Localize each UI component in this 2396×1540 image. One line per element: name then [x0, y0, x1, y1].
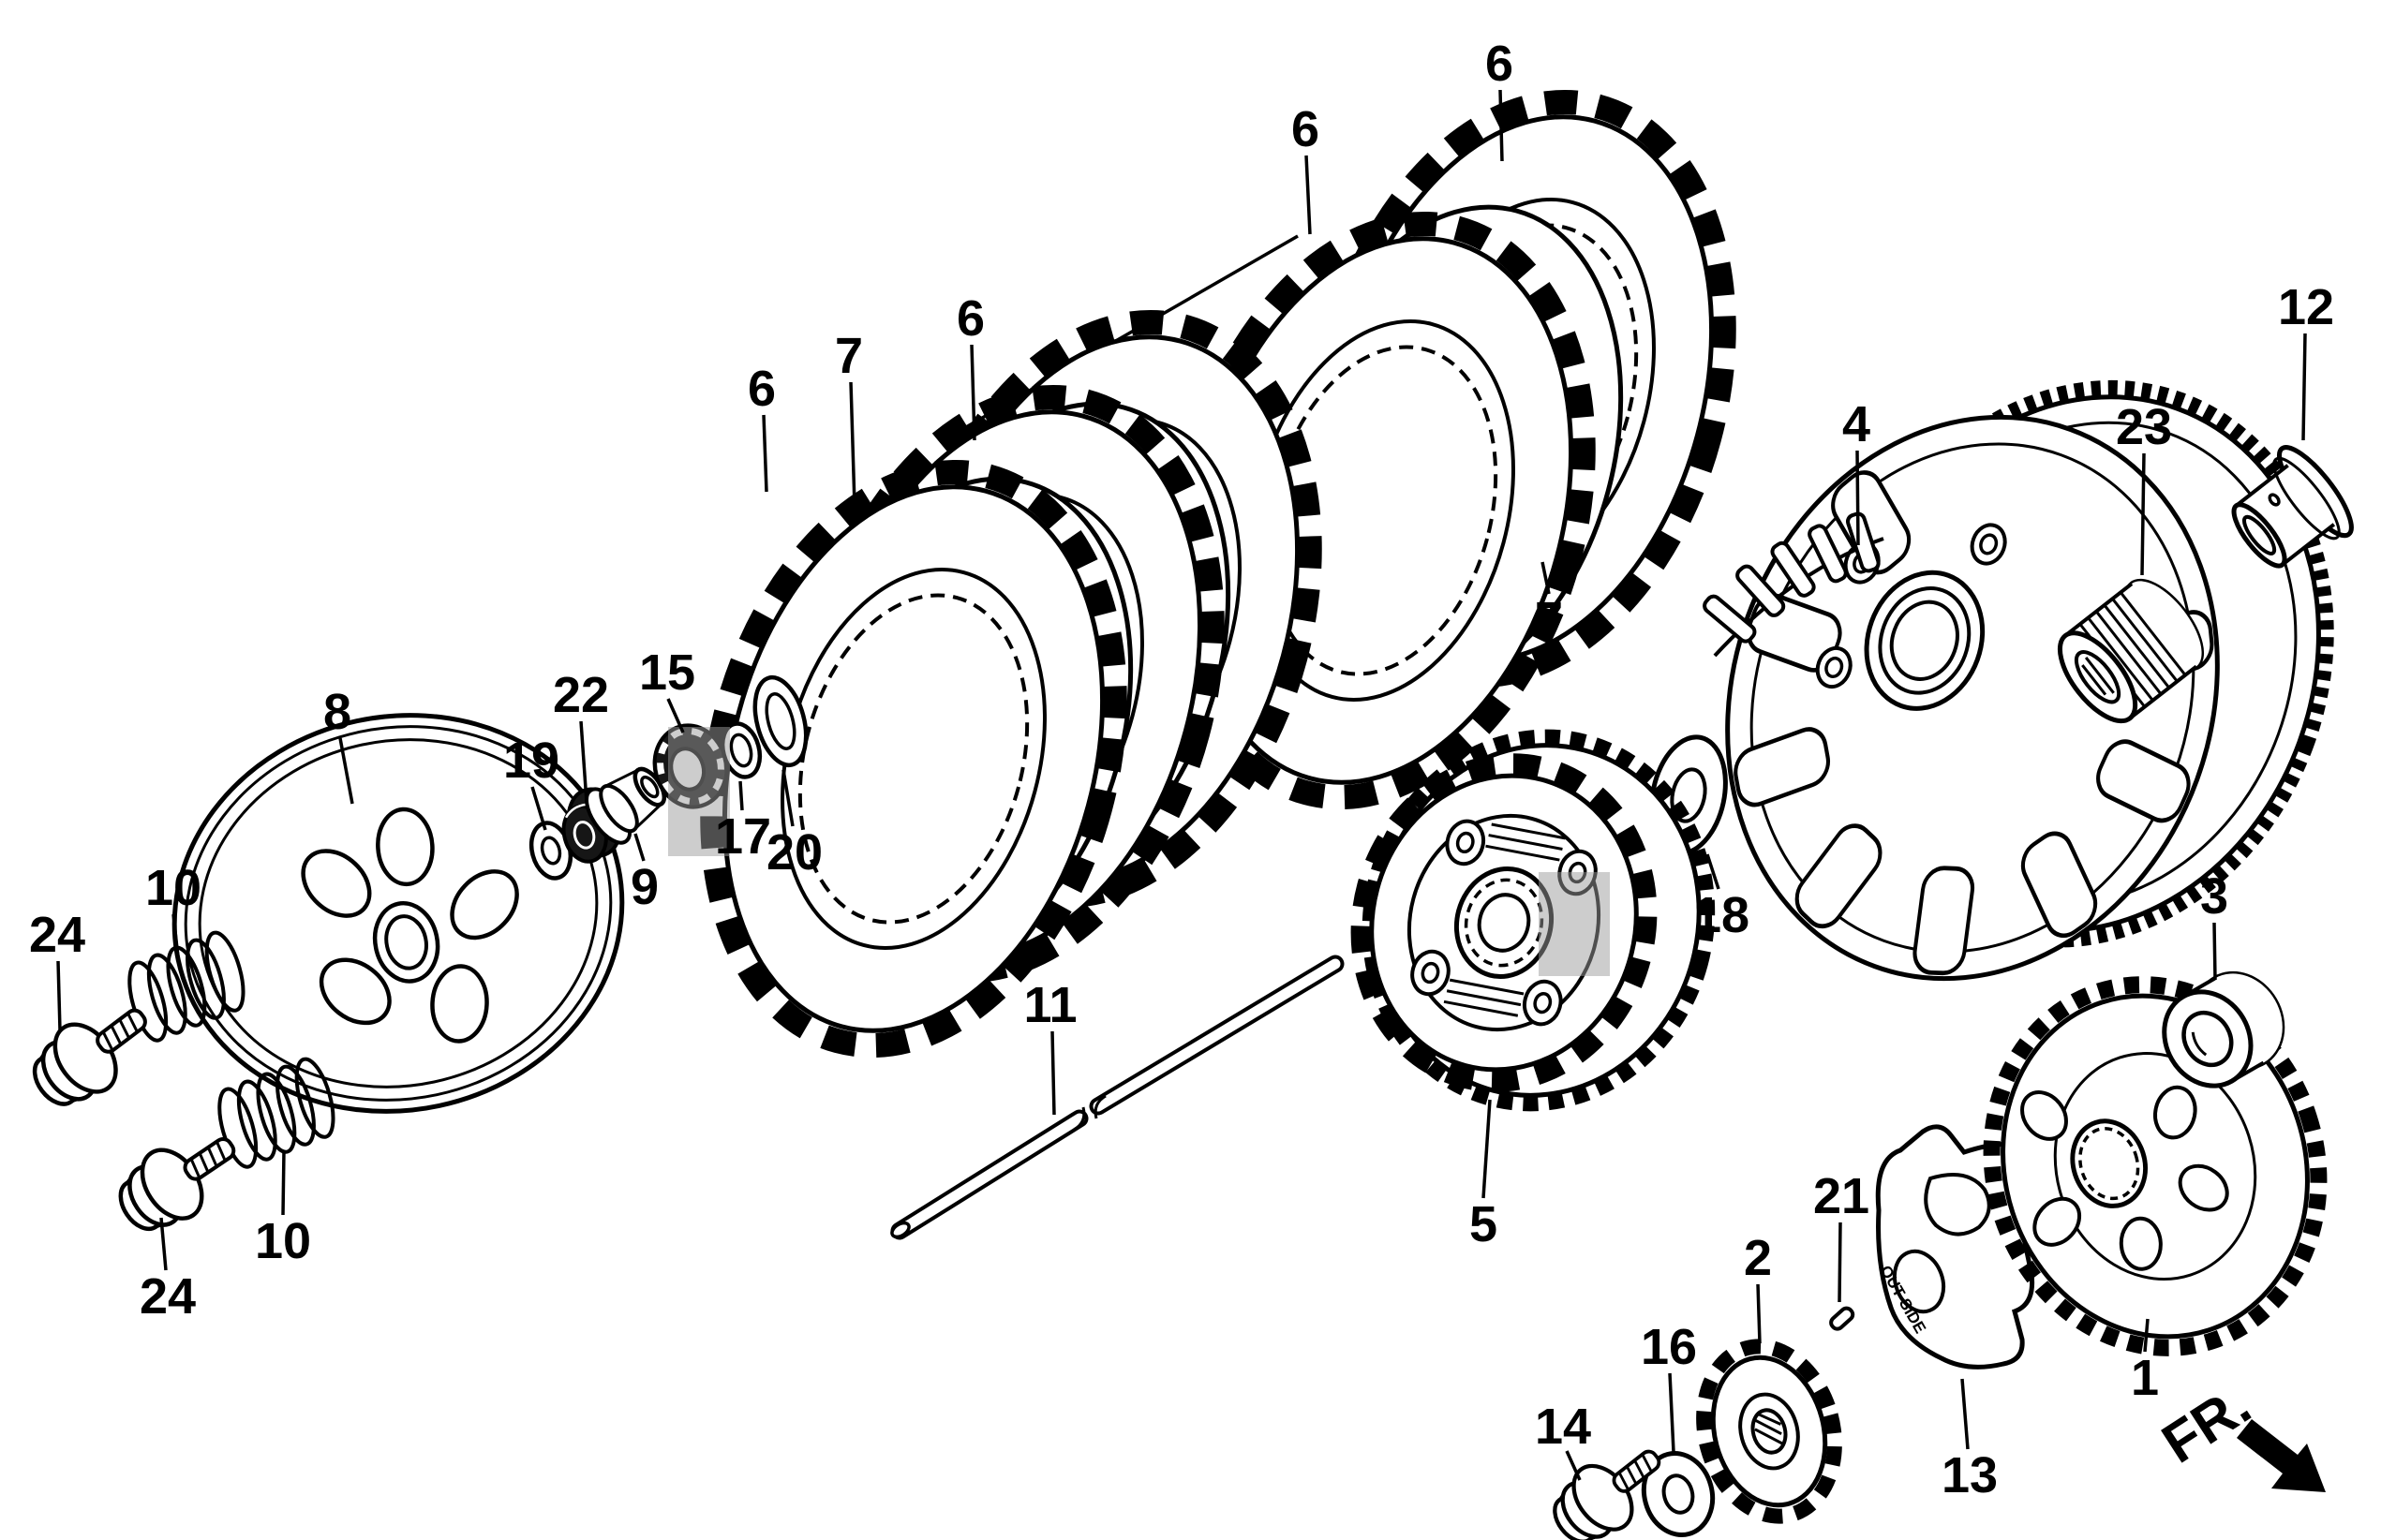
- callout-label-9: 9: [631, 859, 659, 915]
- callout-label-23: 23: [2116, 399, 2172, 455]
- leader-line: [762, 414, 768, 493]
- callout-label-21: 21: [1813, 1168, 1869, 1224]
- callout-label-7: 7: [835, 328, 863, 384]
- pressure-plate: [171, 713, 625, 1114]
- callout-label-11: 11: [1023, 977, 1077, 1033]
- leader-line: [2140, 452, 2146, 576]
- spring-bolt: [20, 985, 165, 1121]
- snap-ring-17: [720, 721, 763, 779]
- leader-line: [666, 698, 685, 733]
- callout-label-6: 6: [1291, 101, 1319, 157]
- fr-marker: FR.: [2151, 1373, 2326, 1492]
- dowel-pin: [1829, 1306, 1855, 1331]
- washer-19: [528, 821, 573, 881]
- callout-label-15: 15: [639, 644, 695, 701]
- callout-label-6: 6: [748, 361, 776, 417]
- leader-line: [171, 913, 180, 958]
- washer-16: [1641, 1450, 1716, 1538]
- callout-label-1: 1: [2131, 1350, 2159, 1406]
- leader-line: [1304, 155, 1312, 235]
- callout-label-10: 10: [255, 1213, 311, 1269]
- leader-line: [159, 1217, 168, 1271]
- callout-label-16: 16: [1641, 1319, 1697, 1375]
- needle-bearing: [2057, 578, 2205, 724]
- leader-line: [1050, 1030, 1056, 1116]
- callout-label-3: 3: [2200, 868, 2228, 925]
- basket-finger-comb: [1703, 511, 1884, 658]
- leader-line: [2143, 1318, 2150, 1353]
- leader-line: [281, 1149, 286, 1216]
- callout-label-6: 6: [1485, 36, 1513, 92]
- callout-label-24: 24: [29, 907, 85, 963]
- leader-line: [1668, 1372, 1675, 1453]
- callout-label-14: 14: [1535, 1399, 1591, 1455]
- scan-artifact: [668, 727, 730, 856]
- leader-line: [781, 769, 795, 827]
- roller-bearing: [2162, 970, 2285, 1088]
- leader-line: [338, 737, 354, 805]
- scan-artifact: [1539, 872, 1610, 976]
- callout-label-10: 10: [145, 860, 201, 916]
- callout-label-24: 24: [140, 1268, 196, 1325]
- callout-label-20: 20: [766, 824, 823, 881]
- leader-line: [1565, 1450, 1582, 1481]
- leader-line: [1855, 450, 1860, 546]
- leader-line: [2212, 922, 2217, 981]
- leader-line: [1838, 1222, 1842, 1303]
- leader-line: [530, 786, 547, 831]
- fr-label: FR.: [2151, 1373, 2262, 1475]
- fr-arrow-icon: [2237, 1419, 2326, 1492]
- leader-line: [970, 344, 976, 441]
- spring-bolt: [106, 1114, 252, 1246]
- leader-line: [1498, 89, 1504, 162]
- callout-label-5: 5: [1469, 1196, 1497, 1252]
- collar-bushing: [2231, 445, 2354, 569]
- leader-line: [2301, 333, 2307, 441]
- callout-label-7: 7: [1535, 592, 1563, 648]
- leader-line: [1756, 1283, 1762, 1344]
- callout-label-22: 22: [553, 667, 609, 723]
- leader-line: [56, 960, 62, 1031]
- leader-line: [1481, 1099, 1492, 1199]
- callout-label-19: 19: [503, 733, 559, 789]
- callout-label-8: 8: [323, 684, 351, 740]
- callout-label-17: 17: [715, 808, 771, 865]
- leader-line: [1705, 853, 1720, 890]
- leader-line: [738, 780, 744, 811]
- leader-line: [1960, 1378, 1970, 1450]
- clutch-outer-basket: [1725, 379, 2334, 982]
- leader-line: [579, 720, 588, 803]
- push-rod: [890, 955, 1345, 1240]
- clutch-center-hub: [1350, 729, 1716, 1112]
- leader-line: [849, 381, 856, 507]
- washer-20: [752, 674, 809, 768]
- callout-label-12: 12: [2278, 279, 2334, 335]
- callout-label-6: 6: [957, 290, 985, 347]
- callout-label-2: 2: [1744, 1230, 1772, 1286]
- callout-label-13: 13: [1942, 1447, 1998, 1503]
- leader-line: [1540, 561, 1551, 595]
- leader-line: [633, 833, 646, 862]
- callout-label-4: 4: [1842, 396, 1870, 452]
- callout-label-18: 18: [1693, 887, 1749, 943]
